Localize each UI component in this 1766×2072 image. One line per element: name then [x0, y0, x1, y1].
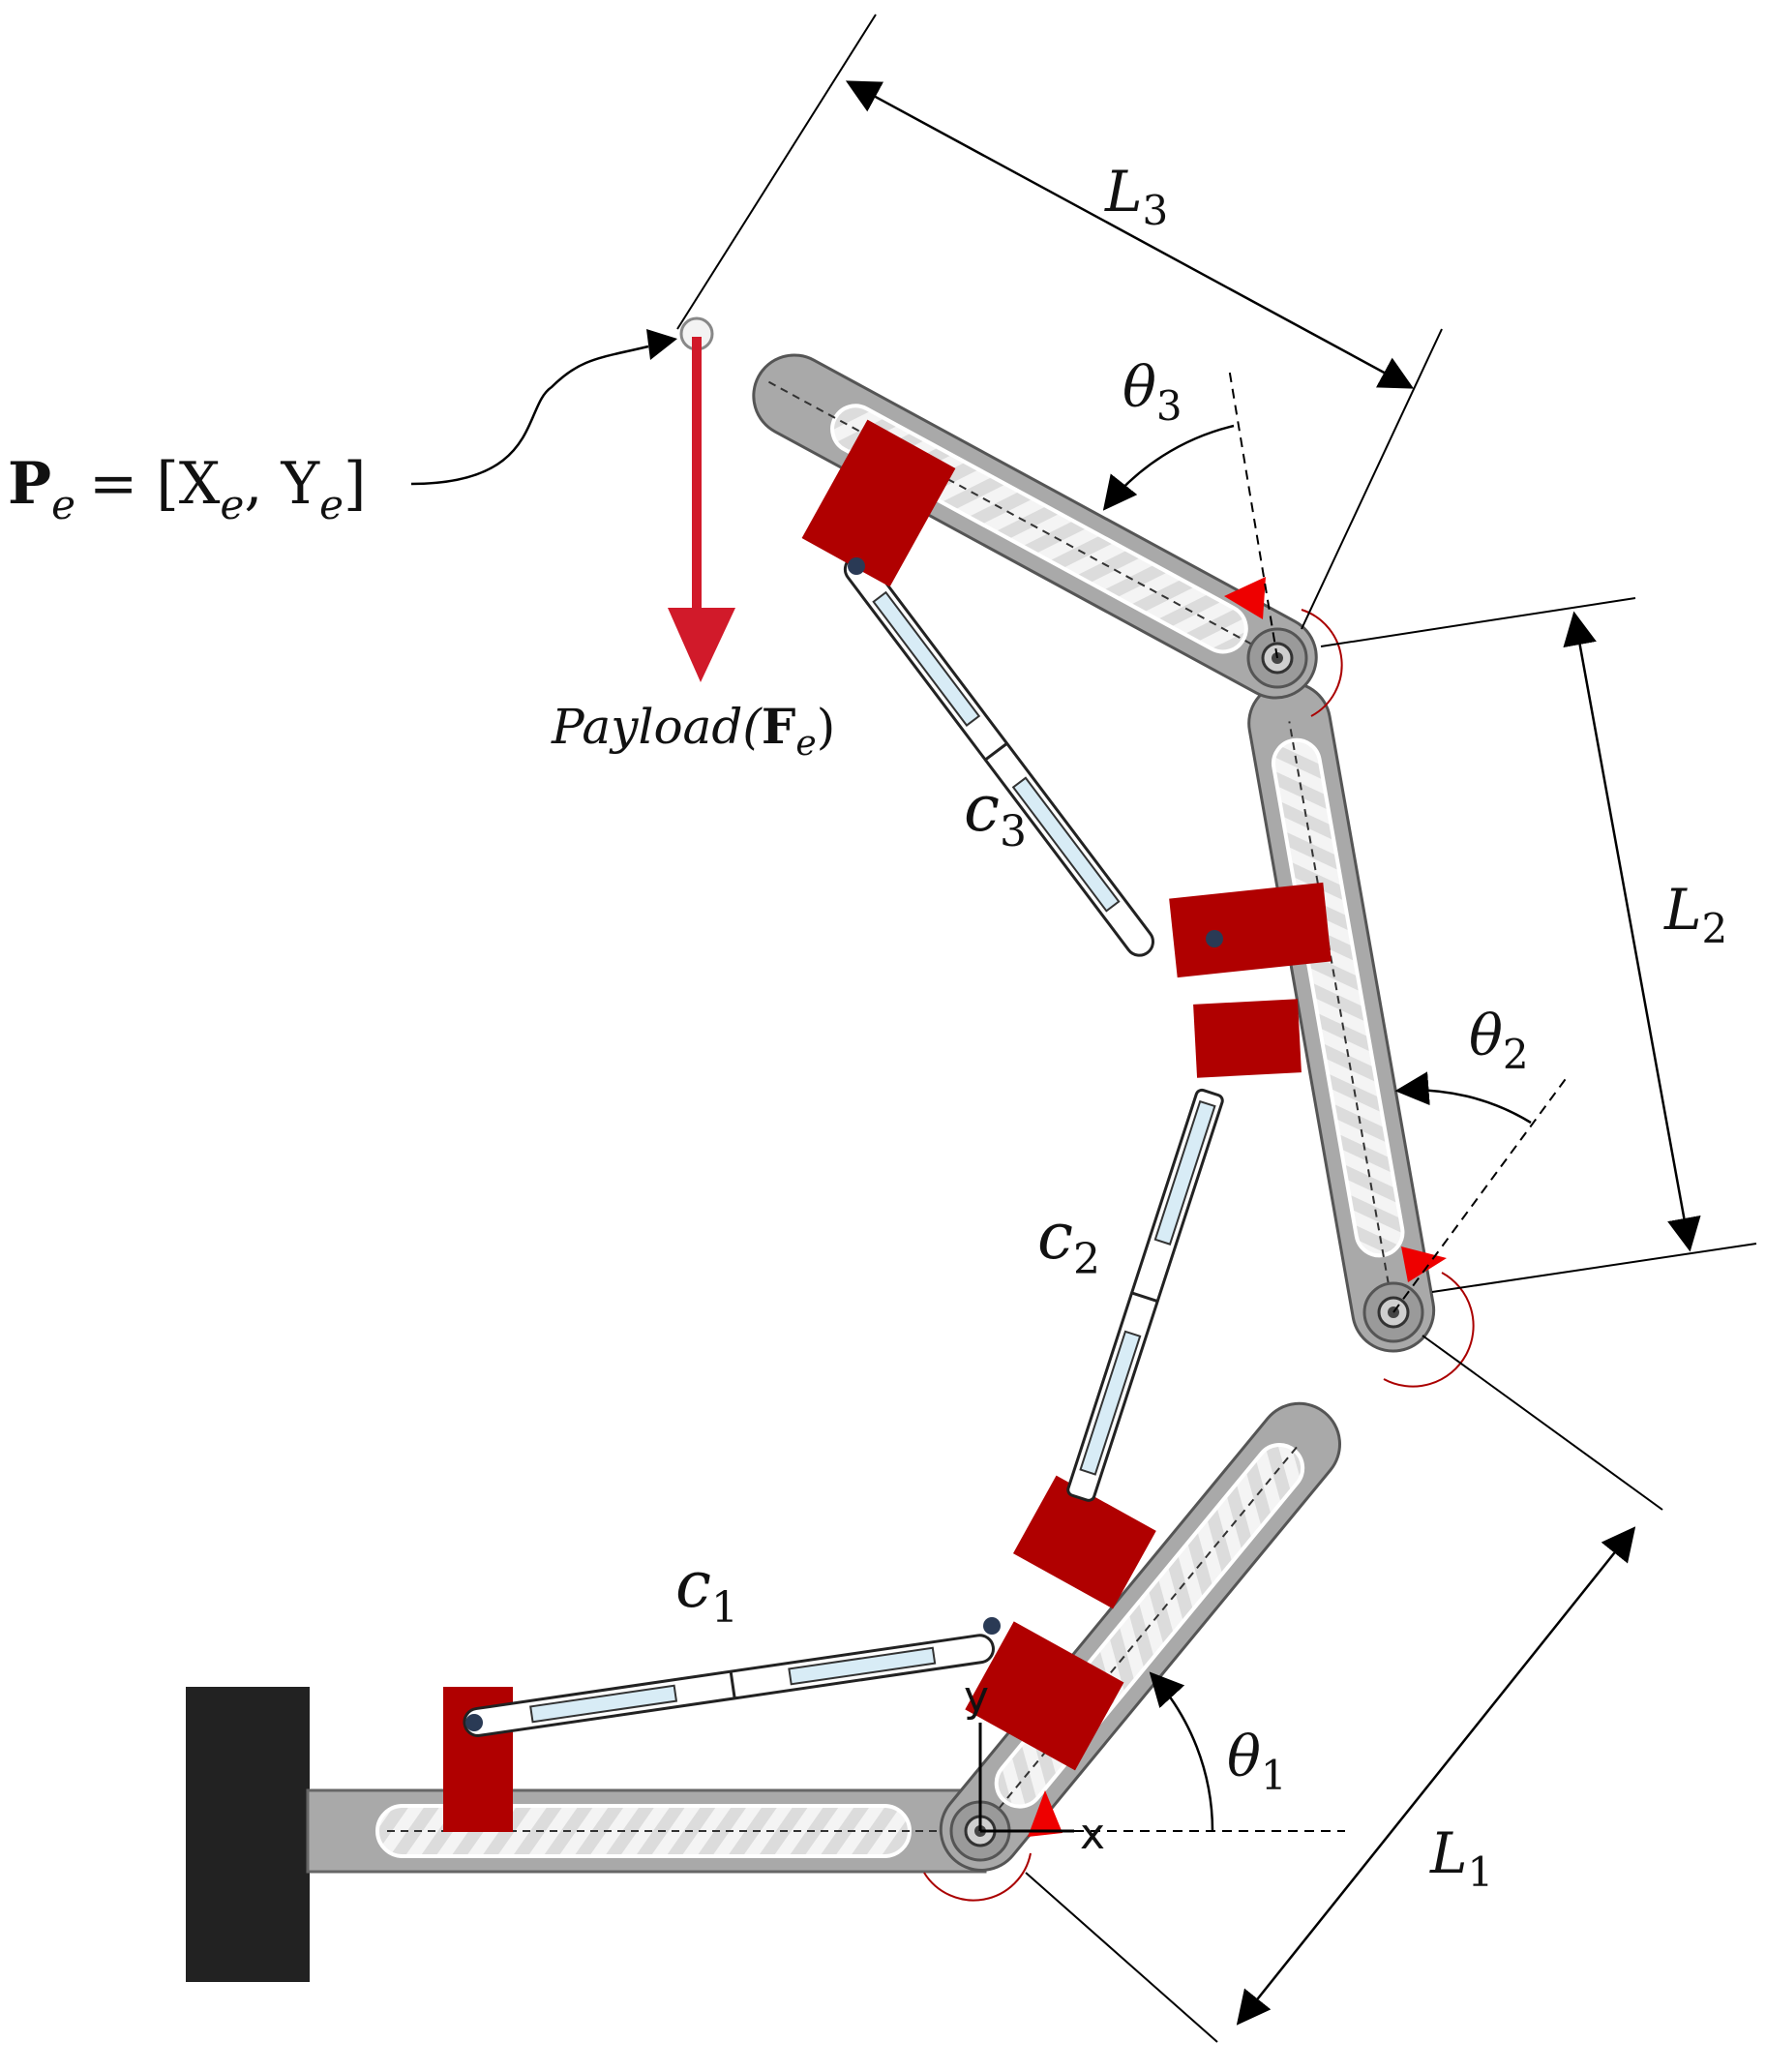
L3-extension-1 [676, 14, 877, 330]
link-0 [306, 1788, 987, 1874]
label-L3: L3 [1104, 159, 1168, 234]
label-c1: c1 [675, 1547, 738, 1633]
joint-1-marker-icon [1028, 1790, 1063, 1837]
base-block [186, 1687, 310, 1982]
label-L1: L1 [1429, 1820, 1493, 1896]
actuator-c1 [443, 1617, 1124, 1832]
theta3-arc [1102, 424, 1235, 511]
label-end-effector-position: Pe= [Xe, Ye] [8, 450, 366, 528]
theta1-arc [1149, 1671, 1214, 1832]
link-2 [1247, 680, 1436, 1353]
label-c2: c2 [1037, 1199, 1100, 1284]
label-theta3: θ3 [1122, 354, 1182, 430]
L1-dimension [1236, 1526, 1636, 2026]
theta2-arc [1394, 1071, 1532, 1125]
label-payload: Payload(Fe) [551, 698, 835, 764]
label-theta2: θ2 [1469, 1003, 1529, 1078]
actuator-c3 [801, 419, 1332, 978]
L1-extension-2 [1422, 1335, 1663, 1511]
L3-dimension [845, 80, 1415, 389]
L1-extension-1 [1025, 1872, 1218, 2043]
axis-x-label: x [1080, 1810, 1105, 1859]
end-effector-leader-arrow-icon [646, 329, 677, 360]
joint-3-marker-icon [1224, 577, 1266, 619]
L2-dimension [1563, 611, 1701, 1252]
L3-extension-2 [1301, 328, 1443, 630]
label-theta1: θ1 [1227, 1724, 1287, 1799]
actuator-c2 [1012, 999, 1302, 1609]
L2-extension-2 [1431, 1243, 1757, 1293]
L2-extension-1 [1320, 597, 1636, 647]
axis-y-label: y [964, 1672, 989, 1722]
label-c3: c3 [964, 771, 1027, 856]
coordinate-frame [978, 1723, 1345, 1833]
end-effector-leader [410, 345, 649, 486]
label-L2: L2 [1663, 877, 1727, 952]
payload-force-arrow [668, 337, 735, 682]
